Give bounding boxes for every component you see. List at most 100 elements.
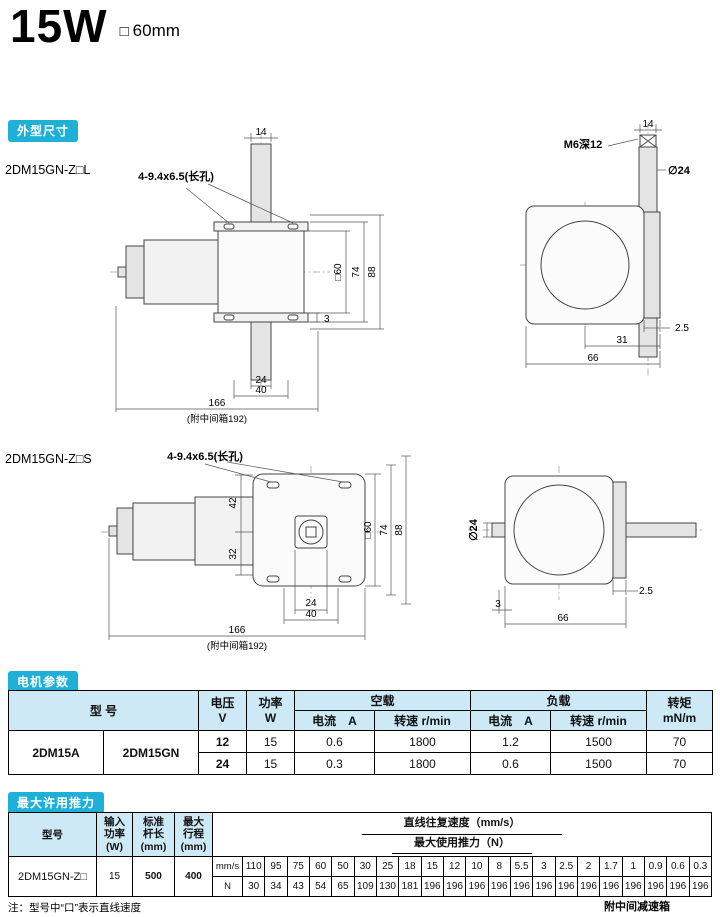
thrust-model-cell: 2DM15GN-Z□ xyxy=(8,856,97,898)
force-cell: 196 xyxy=(643,876,668,898)
section-label-outline-dimensions: 外型尺寸 xyxy=(8,120,79,142)
speed-cell: 110 xyxy=(241,856,266,878)
force-cell: 109 xyxy=(353,876,377,898)
param-cell-noload-current: 0.6 xyxy=(294,730,375,753)
dim-text-66: 66 xyxy=(587,353,599,364)
model-cell-a: 2DM15A xyxy=(8,730,104,775)
dim-text-midbox-note: (附中间箱192) xyxy=(187,413,247,425)
speed-cell: 15 xyxy=(420,856,444,878)
speed-cell: 2.5 xyxy=(554,856,578,878)
param-cell-voltage: 12 xyxy=(198,730,247,753)
force-cell: 196 xyxy=(688,876,713,898)
force-title: 最大使用推力（N） xyxy=(213,835,711,855)
dim-text-m6-tap: M6深12 xyxy=(564,137,603,151)
speed-cell: 5.5 xyxy=(509,856,534,878)
dim-text-24: 24 xyxy=(255,375,267,386)
speed-cell: 1 xyxy=(621,856,645,878)
motor-gearbox-outline xyxy=(117,143,309,381)
motor-flange-outline xyxy=(108,473,366,587)
dim-text-dia24: ∅24 xyxy=(468,518,480,541)
speed-unit-cell: mm/s xyxy=(212,856,243,878)
param-cell-power: 15 xyxy=(246,730,295,753)
force-cell: 130 xyxy=(375,876,400,898)
col-header-load: 负载 xyxy=(470,690,648,711)
col-header-load-speed: 转速 r/min xyxy=(550,710,648,731)
force-cell: 54 xyxy=(308,876,333,898)
speed-cell: 18 xyxy=(398,856,422,878)
square-symbol-icon: □ xyxy=(119,22,129,40)
dim-text-dia24: ∅24 xyxy=(668,165,691,177)
force-cell: 181 xyxy=(398,876,422,898)
dim-text-88: 88 xyxy=(394,524,405,536)
param-cell-noload-speed: 1800 xyxy=(373,730,472,753)
table-row: 2DM15A 2DM15GN 12 15 0.6 1800 1.2 1500 7… xyxy=(8,730,714,775)
speed-cell: 50 xyxy=(331,856,355,878)
speed-cell: 0.9 xyxy=(643,856,668,878)
dim-text-shaft-width: 14 xyxy=(642,119,654,130)
drawing-L-front-view: 14 M6深12 ∅24 2.5 31 66 xyxy=(520,119,691,376)
thrust-max-stroke-cell: 400 xyxy=(174,856,213,898)
dimension-lines xyxy=(115,133,384,412)
force-cell: 196 xyxy=(666,876,690,898)
speed-cell: 0.3 xyxy=(688,856,713,878)
dim-text-shaft-width: 14 xyxy=(255,127,267,138)
model-cell-gn: 2DM15GN xyxy=(103,730,199,775)
dim-text-42: 42 xyxy=(228,497,239,509)
model-label-S: 2DM15GN-Z□S xyxy=(5,452,92,466)
dim-text-square60: □60 xyxy=(363,521,374,539)
motor-params-table: 型 号 电压 V 功率 W 空载 负载 转矩 mN/m 电流 A 转速 r/mi… xyxy=(8,690,714,775)
speed-cell: 8 xyxy=(487,856,511,878)
dim-text-166: 166 xyxy=(229,625,246,636)
frame-size-label: □ 60mm xyxy=(120,21,180,50)
force-row: N 30 34 43 54 65 109 130 181 196 196 196… xyxy=(9,876,713,898)
param-cell-load-current: 0.6 xyxy=(470,752,552,775)
speed-cell: 95 xyxy=(264,856,288,878)
param-cell-load-current: 1.2 xyxy=(470,730,552,753)
col-header-voltage: 电压 V xyxy=(198,690,247,731)
dim-text-31: 31 xyxy=(616,335,628,346)
section-label-motor-params: 电机参数 xyxy=(8,671,79,693)
frame-size-value: 60mm xyxy=(132,21,180,41)
speed-cell: 0.6 xyxy=(666,856,690,878)
col-header-input-power: 输入 功率 (W) xyxy=(96,811,133,858)
col-header-torque: 转矩 mN/m xyxy=(646,690,714,731)
gearbox-note: 附中间减速箱 xyxy=(604,901,670,913)
force-cell: 196 xyxy=(442,876,467,898)
speed-cell: 10 xyxy=(465,856,489,878)
thrust-input-power-cell: 15 xyxy=(96,856,133,898)
dim-text-40: 40 xyxy=(255,385,267,396)
param-cell-noload-speed: 1800 xyxy=(373,752,472,775)
dim-text-66: 66 xyxy=(557,613,569,624)
speed-cell: 3 xyxy=(532,856,556,878)
dim-text-24: 24 xyxy=(305,598,317,609)
force-cell: 196 xyxy=(487,876,511,898)
dim-text-40: 40 xyxy=(305,609,317,620)
force-cell: 196 xyxy=(532,876,556,898)
speed-force-header: 直线往复速度（mm/s） 最大使用推力（N） xyxy=(212,811,712,858)
force-unit-cell: N xyxy=(212,876,243,898)
title-block: 15W □ 60mm xyxy=(10,2,180,51)
body-shaft-outline xyxy=(491,475,697,585)
speed-cell: 75 xyxy=(286,856,310,878)
param-cell-noload-current: 0.3 xyxy=(294,752,375,775)
col-header-load-current: 电流 A xyxy=(470,710,552,731)
speed-title: 直线往复速度（mm/s） xyxy=(213,815,711,835)
force-cell: 30 xyxy=(241,876,266,898)
dim-text-166: 166 xyxy=(209,398,226,409)
rod-and-body-outline xyxy=(525,134,661,358)
speed-cell: 25 xyxy=(375,856,400,878)
force-cell: 196 xyxy=(621,876,645,898)
drawing-S-side-view: 4-9.4x6.5(长孔) 42 32 □60 74 88 24 40 166 … xyxy=(101,449,411,652)
dim-text-88: 88 xyxy=(367,266,378,278)
param-cell-load-speed: 1500 xyxy=(550,730,648,753)
dim-text-midbox-note: (附中间箱192) xyxy=(207,640,267,652)
col-header-noload-current: 电流 A xyxy=(294,710,375,731)
speed-row: 2DM15GN-Z□ 15 500 400 mm/s 110 95 75 60 … xyxy=(8,856,713,898)
dimension-lines xyxy=(108,455,411,640)
col-header-max-stroke: 最大 行程 (mm) xyxy=(174,811,213,858)
speed-cell: 1.7 xyxy=(599,856,623,878)
col-header-power: 功率 W xyxy=(246,690,295,731)
col-header-rod-length: 标准 杆长 (mm) xyxy=(132,811,175,858)
section-label-max-thrust: 最大许用推力 xyxy=(8,792,105,814)
